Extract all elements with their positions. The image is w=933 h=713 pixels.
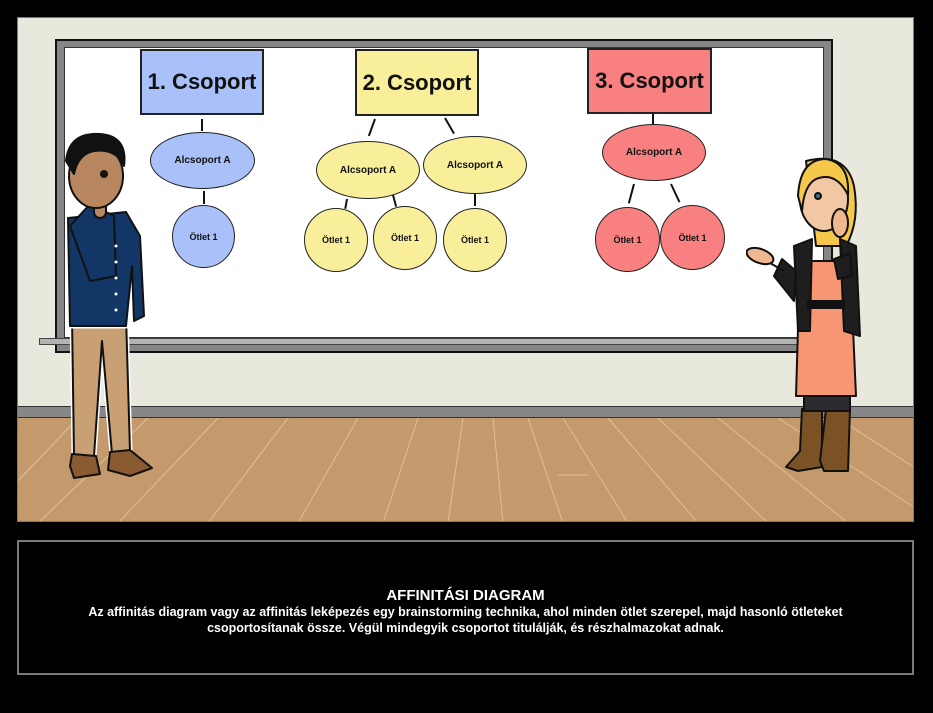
idea-label: Ötlet 1: [678, 232, 707, 243]
caption-body: Az affinitás diagram vagy az affinitás l…: [88, 605, 843, 635]
group-2-title: 2. Csoport: [362, 69, 472, 95]
group-2-idea-3: Ötlet 1: [443, 208, 507, 272]
caption-panel: AFFINITÁSI DIAGRAM Az affinitás diagram …: [17, 540, 914, 675]
group-3-title-box: 3. Csoport: [587, 48, 712, 114]
subgroup-label: Alcsoport A: [625, 147, 683, 158]
baseboard: [18, 406, 913, 418]
group-2-subgroup-a-2: Alcsoport A: [423, 136, 527, 194]
idea-label: Ötlet 1: [189, 231, 218, 242]
idea-label: Ötlet 1: [390, 233, 419, 243]
group-2-title-box: 2. Csoport: [355, 49, 479, 116]
idea-label: Ötlet 1: [613, 234, 642, 245]
group-2-idea-2: Ötlet 1: [373, 206, 437, 270]
group-2-subgroup-a-1: Alcsoport A: [316, 141, 420, 199]
connector: [203, 191, 205, 204]
group-3-idea-2: Ötlet 1: [660, 205, 725, 270]
group-1-idea-1: Ötlet 1: [172, 205, 235, 268]
group-3-subgroup-a: Alcsoport A: [602, 124, 706, 181]
wooden-floor: [18, 418, 913, 521]
group-1-title: 1. Csoport: [147, 69, 257, 94]
subgroup-label: Alcsoport A: [446, 159, 504, 171]
idea-label: Ötlet 1: [460, 235, 489, 245]
group-1-subgroup-a: Alcsoport A: [150, 132, 255, 189]
group-3-idea-1: Ötlet 1: [595, 207, 660, 272]
group-1-title-box: 1. Csoport: [140, 49, 264, 115]
connector: [652, 114, 654, 126]
storyboard-scene: 1. Csoport Alcsoport A Ötlet 1 2. Csopor…: [17, 17, 914, 522]
woman-presenting-character: [746, 157, 861, 472]
idea-label: Ötlet 1: [321, 235, 350, 245]
subgroup-label: Alcsoport A: [339, 164, 397, 176]
group-2-idea-1: Ötlet 1: [304, 208, 368, 272]
connector: [474, 194, 476, 206]
group-3-title: 3. Csoport: [595, 68, 704, 93]
connector: [201, 119, 203, 131]
man-thinking-character: [65, 132, 153, 479]
subgroup-label: Alcsoport A: [174, 155, 231, 166]
caption-title: AFFINITÁSI DIAGRAM: [386, 587, 545, 604]
